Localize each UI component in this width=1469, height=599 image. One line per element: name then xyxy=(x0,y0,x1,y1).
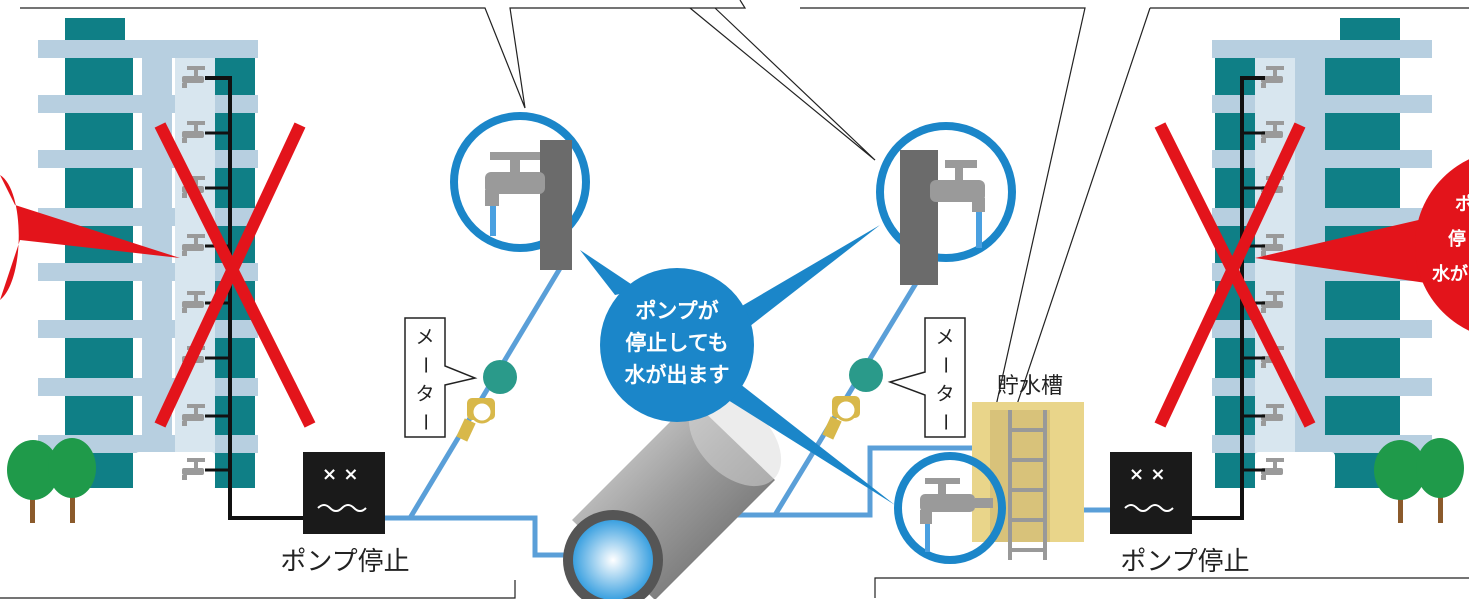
faucet-circle-right xyxy=(876,122,1016,285)
right-meter-icon xyxy=(822,358,883,440)
left-meter-icon xyxy=(456,360,517,442)
right-meter-label-box xyxy=(887,317,966,438)
right-callout-line-3: 水が xyxy=(1432,263,1468,285)
left-red-x-icon xyxy=(154,122,316,428)
callout-line-2: 停止しても xyxy=(625,331,728,355)
left-meter-label-2: ー xyxy=(414,355,436,374)
faucet-circle-left xyxy=(450,112,590,270)
pump-stop-label-right: ポンプ停止 xyxy=(1120,547,1249,577)
pump-stop-label-left: ポンプ停止 xyxy=(280,547,409,577)
left-meter-label-3: タ xyxy=(415,383,434,405)
right-meter-label-4: ー xyxy=(934,412,956,431)
right-red-x-icon xyxy=(1154,122,1316,428)
right-meter-label-1: メ xyxy=(935,326,954,348)
right-callout-line-1: ポ xyxy=(1455,193,1469,215)
storage-tank-label: 貯水槽 xyxy=(997,374,1063,399)
callout-line-1: ポンプが xyxy=(635,299,718,323)
left-building xyxy=(38,18,305,520)
left-pump-icon: × × xyxy=(303,452,385,534)
center-callout xyxy=(580,225,895,505)
right-meter-label-3: タ xyxy=(935,383,954,405)
left-meter-label-4: ー xyxy=(414,412,436,431)
right-trees-icon xyxy=(1374,438,1464,523)
faucet-circle-tank xyxy=(894,452,1006,564)
svg-text:× ×: × × xyxy=(1129,464,1165,485)
left-trees-icon xyxy=(7,438,96,523)
left-meter-label-1: メ xyxy=(415,326,434,348)
right-meter-label-2: ー xyxy=(934,355,956,374)
right-pump-icon: × × xyxy=(1110,452,1192,534)
right-callout-line-2: 停 xyxy=(1448,228,1466,250)
svg-text:× ×: × × xyxy=(322,464,358,485)
left-meter-label-box xyxy=(404,317,478,438)
left-red-callout xyxy=(0,175,180,300)
right-red-callout xyxy=(1255,159,1469,331)
callout-line-3: 水が出ます xyxy=(625,363,730,387)
main-water-pipe xyxy=(563,393,782,599)
